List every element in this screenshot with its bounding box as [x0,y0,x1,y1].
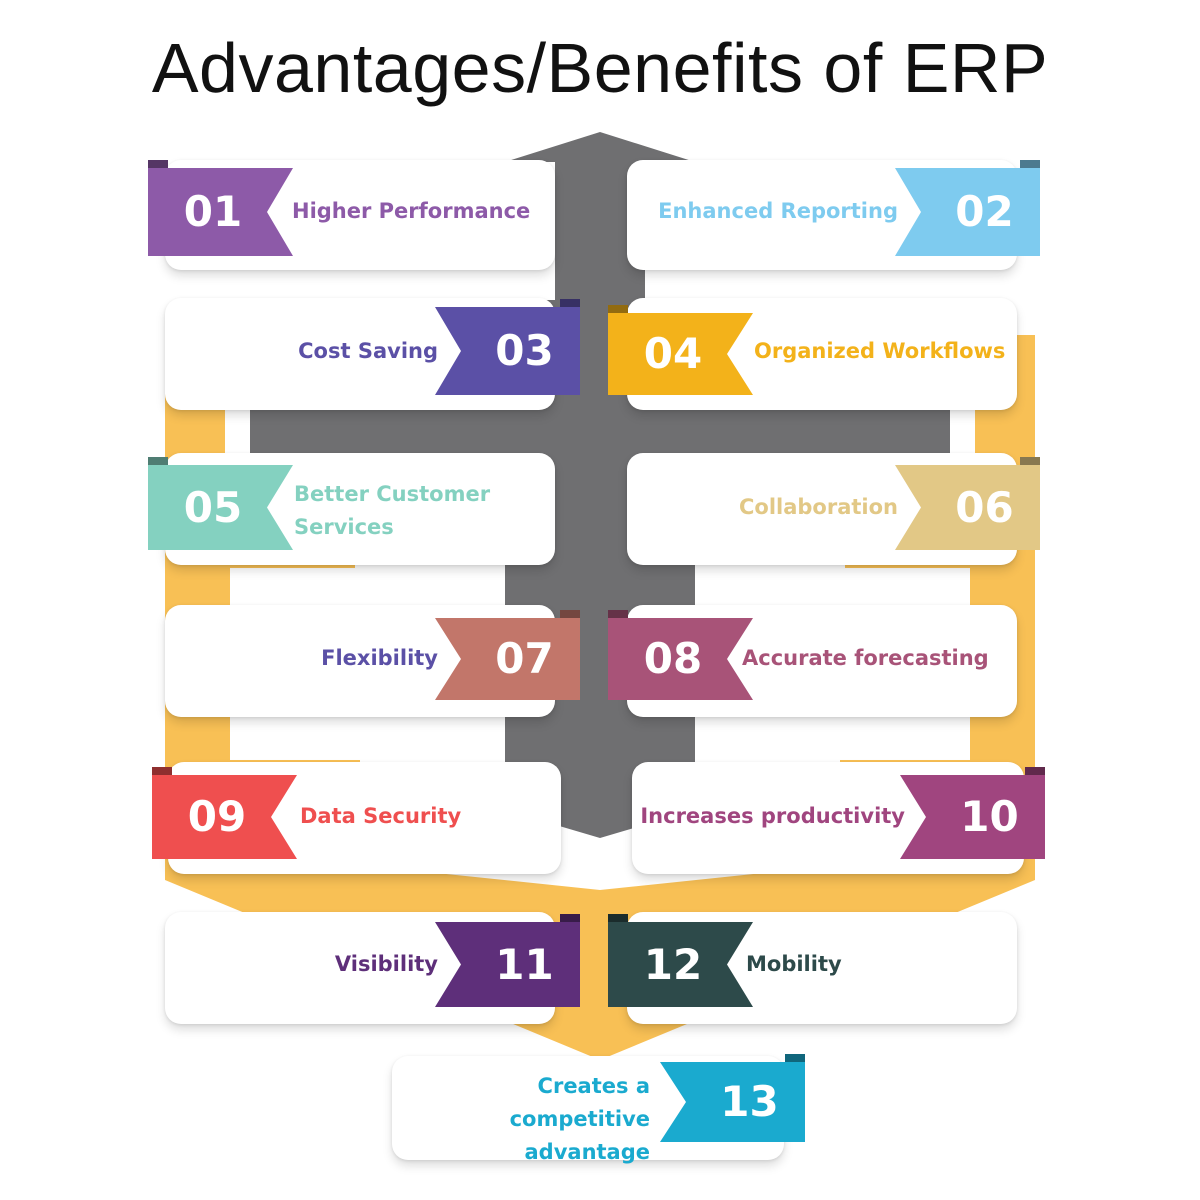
benefit-number-06: 06 [955,482,1014,532]
ribbon-shape [895,168,1040,256]
benefit-number-04: 04 [643,329,703,378]
ribbon-fold [608,305,628,313]
ribbon-fold [608,914,628,922]
number-ribbon-03 [435,299,580,395]
benefit-number-02: 02 [955,187,1014,236]
benefit-number-05: 05 [183,482,243,532]
ribbon-shape [152,775,297,859]
number-ribbon-07 [435,610,580,700]
ribbon-shape [608,618,753,700]
ribbon-fold [560,914,580,922]
benefit-number-10: 10 [960,792,1019,841]
ribbon-shape [435,922,580,1007]
ribbon-shape [895,465,1040,550]
number-ribbon-01 [148,160,293,256]
ribbon-fold [1025,767,1045,775]
benefit-number-01: 01 [183,187,243,236]
ribbon-fold [1020,160,1040,168]
number-ribbon-06 [895,457,1040,550]
benefit-label-07: Flexibility [321,646,438,670]
benefit-number-13: 13 [720,1077,779,1126]
number-ribbon-08 [608,610,753,700]
ribbon-shape [148,465,293,550]
ribbon-shape [660,1062,805,1142]
benefit-label-05: Better Customer Services [294,482,491,539]
benefit-label-01: Higher Performance [292,199,531,223]
ribbon-shape [900,775,1045,859]
ribbon-fold [148,457,168,465]
benefit-label-12: Mobility [746,952,842,976]
ribbon-shape [608,922,753,1007]
benefit-number-12: 12 [643,939,703,989]
ribbon-fold [608,610,628,618]
benefit-label-06: Collaboration [738,495,898,519]
ribbon-shape [435,307,580,395]
number-ribbon-05 [148,457,293,550]
ribbon-shape [435,618,580,700]
ribbon-fold [152,767,172,775]
ribbon-fold [148,160,168,168]
benefit-label-03: Cost Saving [298,339,438,363]
number-ribbon-02 [895,160,1040,256]
benefit-number-03: 03 [495,326,554,375]
ribbon-fold [785,1054,805,1062]
number-ribbon-11 [435,914,580,1007]
ribbon-fold [560,610,580,618]
benefit-label-13: Creates a competitive advantage [509,1074,650,1164]
ribbon-shape [148,168,293,256]
benefit-label-11: Visibility [334,952,438,976]
ribbon-fold [560,299,580,307]
benefit-label-02: Enhanced Reporting [658,199,898,223]
benefit-number-08: 08 [643,634,703,683]
ribbon-shape [608,313,753,395]
ribbon-fold [1020,457,1040,465]
benefit-label-10: Increases productivity [640,804,905,828]
number-ribbon-13 [660,1054,805,1142]
number-ribbon-10 [900,767,1045,859]
benefit-number-11: 11 [495,939,554,989]
benefit-number-09: 09 [187,792,247,841]
number-ribbon-09 [152,767,297,859]
number-ribbon-12 [608,914,753,1007]
page-title: Advantages/Benefits of ERP [151,29,1049,107]
benefit-number-07: 07 [495,634,554,683]
benefit-label-04: Organized Workflows [754,339,1006,363]
benefit-label-08: Accurate forecasting [742,646,989,670]
benefit-label-09: Data Security [300,804,462,828]
yellow-frame [165,335,1035,1060]
number-ribbon-04 [608,305,753,395]
